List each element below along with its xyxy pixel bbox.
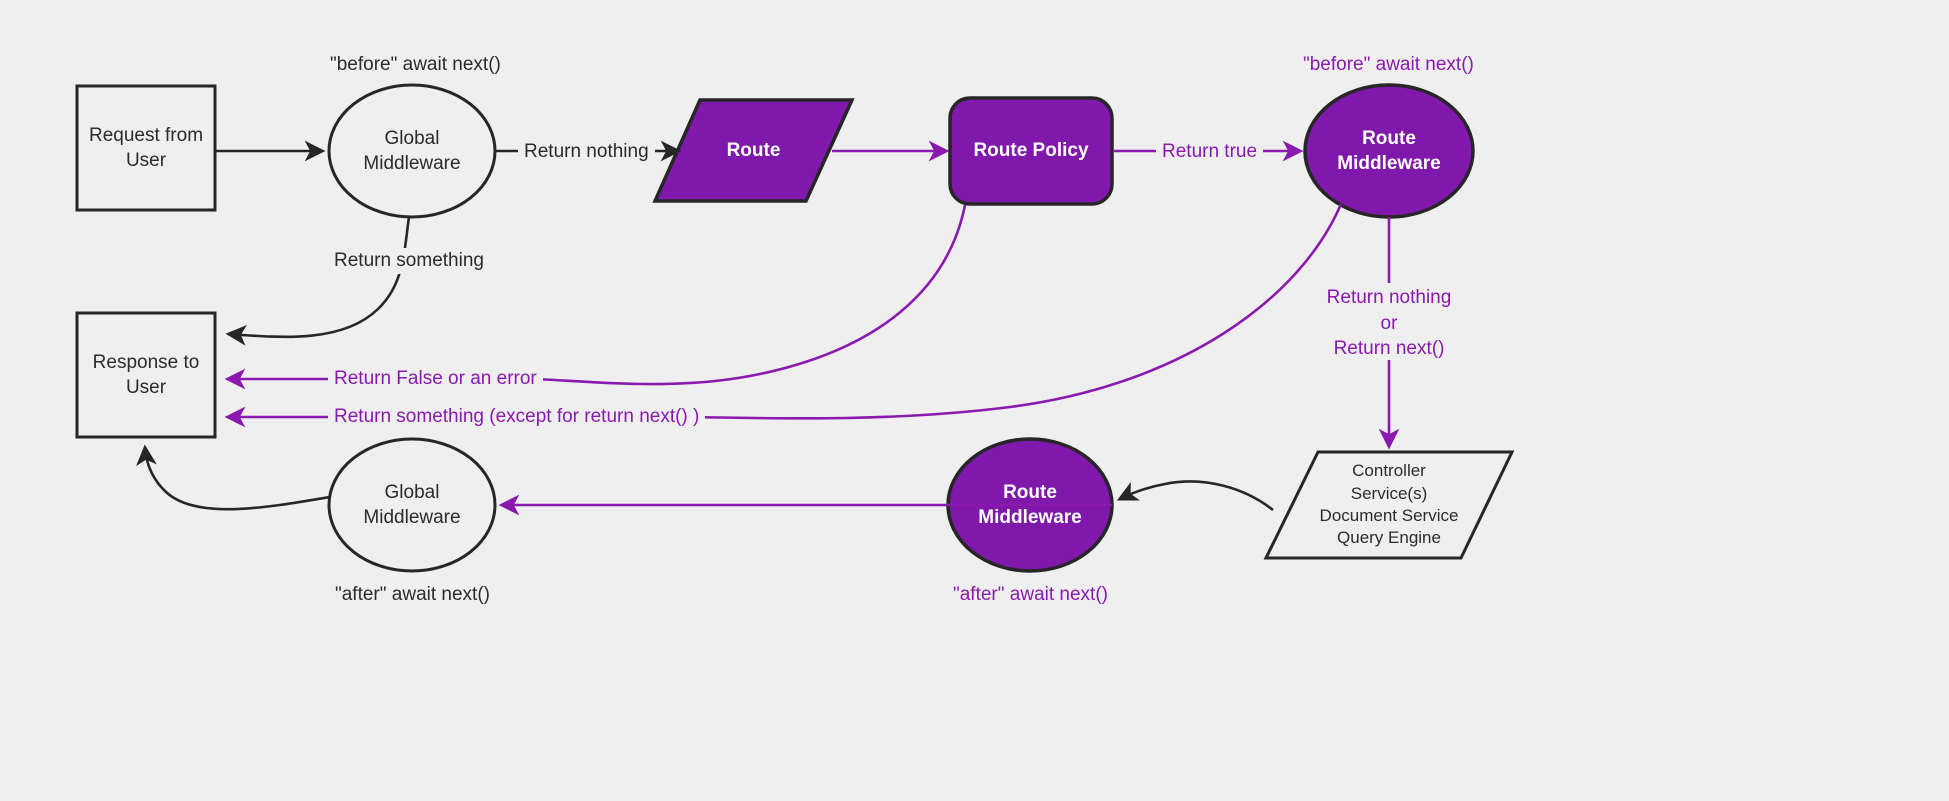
edge-route-policy-to-response bbox=[535, 204, 967, 386]
edge-global-middleware-to-response bbox=[225, 216, 411, 346]
node-route-policy bbox=[948, 96, 1114, 206]
node-route-middleware-top bbox=[1303, 83, 1475, 219]
node-request-from-user bbox=[75, 84, 217, 212]
node-global-middleware-bottom bbox=[327, 437, 497, 573]
node-global-middleware-top bbox=[327, 83, 497, 219]
node-controller-stack bbox=[1263, 450, 1515, 560]
node-response-to-user bbox=[75, 311, 217, 439]
edge-route-middleware-to-response bbox=[689, 203, 1343, 420]
edge-controller-to-route-middleware-bottom bbox=[1116, 480, 1274, 512]
node-route bbox=[652, 98, 855, 203]
edge-global-middleware-bottom-to-response bbox=[136, 444, 331, 511]
